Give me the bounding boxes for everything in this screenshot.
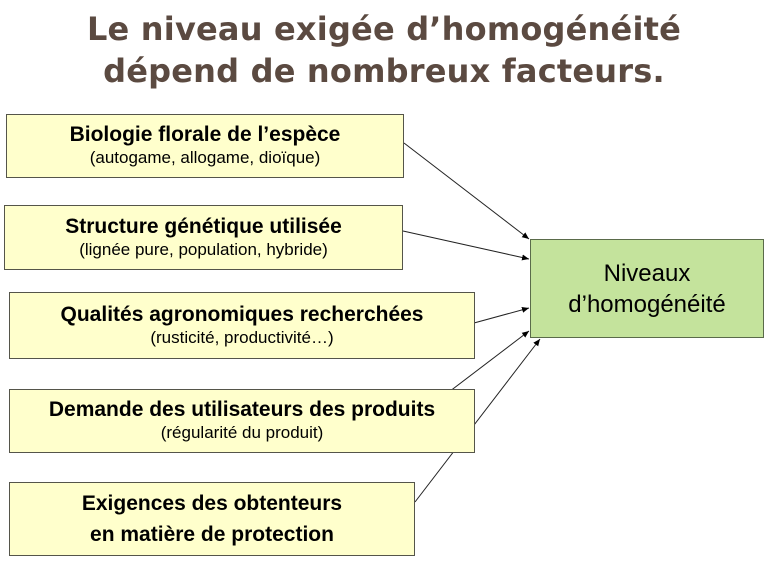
title-line-2: dépend de nombreux facteurs. (103, 52, 665, 90)
factor-title: Structure génétique utilisée (65, 214, 342, 238)
factor-title: Demande des utilisateurs des produits (48, 398, 436, 421)
arrow-biologie (403, 142, 530, 240)
factor-subtitle: (autogame, allogame, dioïque) (89, 148, 321, 167)
arrow-structure (402, 230, 530, 261)
title-line-1: Le niveau exigée d’homogénéité (86, 10, 682, 48)
target-line-2: d’homogénéité (568, 290, 726, 318)
factor-box-qualites: Qualités agronomiques recherchées (rusti… (9, 292, 475, 359)
arrow-demande (440, 330, 530, 399)
factor-subtitle: en matière de protection (90, 523, 334, 546)
factor-box-biologie: Biologie florale de l’espèce (autogame, … (6, 114, 404, 178)
target-line-1: Niveaux (603, 259, 691, 287)
factor-subtitle: (rusticité, productivité…) (150, 327, 334, 347)
target-box-niveaux: Niveaux d’homogénéité (530, 239, 764, 338)
factor-title: Exigences des obtenteurs (81, 492, 343, 515)
factor-title: Qualités agronomiques recherchées (60, 302, 424, 326)
arrow-exigences (414, 338, 541, 503)
factor-subtitle: (lignée pure, population, hybride) (79, 239, 328, 259)
factor-box-exigences: Exigences des obtenteurs en matière de p… (9, 482, 415, 556)
factor-subtitle: (régularité du produit) (160, 423, 324, 442)
factor-title: Biologie florale de l’espèce (69, 123, 341, 146)
slide-title: Le niveau exigée d’homogénéité dépend de… (0, 8, 768, 92)
factor-box-structure: Structure génétique utilisée (lignée pur… (4, 205, 403, 270)
factor-box-demande: Demande des utilisateurs des produits (r… (9, 389, 475, 453)
